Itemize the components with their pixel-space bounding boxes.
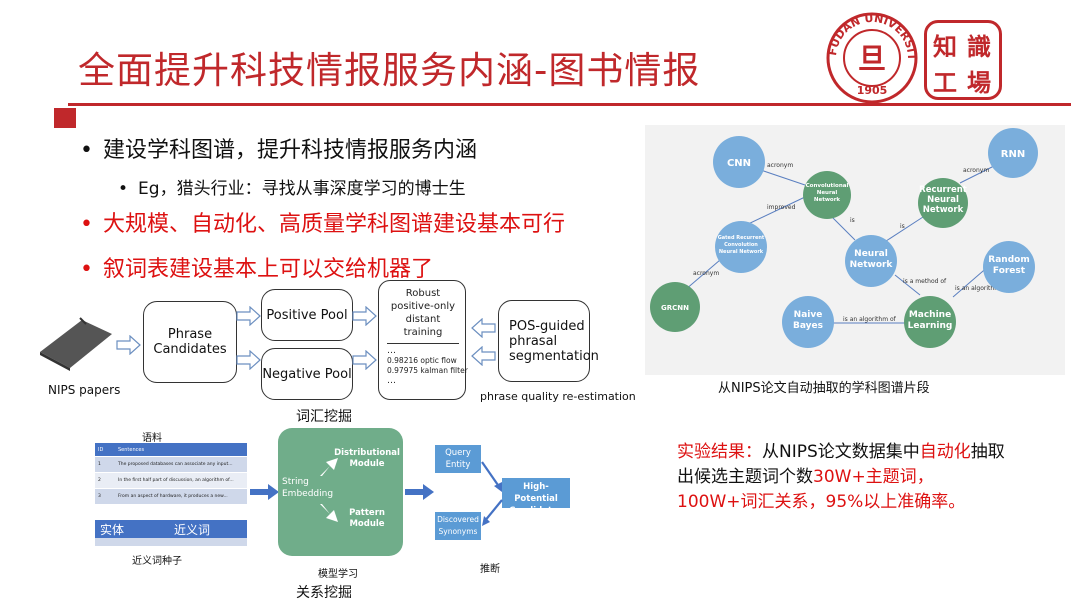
robust-training-box: Robust positive-only distant training … … bbox=[378, 280, 468, 400]
edge-method-of: is a method of bbox=[903, 278, 947, 285]
svg-text:CNN: CNN bbox=[727, 158, 751, 169]
vocab-mining-caption: 词汇挖掘 bbox=[296, 409, 352, 425]
arrow-icon bbox=[352, 306, 377, 326]
bullet-1-sub: •Eg，猎头行业：寻找从事深度学习的博士生 bbox=[118, 179, 466, 199]
arrow-icon bbox=[352, 350, 377, 370]
node-nn bbox=[845, 235, 897, 287]
edge-improved: improved bbox=[767, 204, 796, 211]
positive-pool-box: Positive Pool bbox=[261, 289, 353, 341]
node-cnn-full bbox=[803, 171, 851, 219]
phrase-candidates-box: Phrase Candidates bbox=[143, 301, 237, 383]
edge-acronym: acronym bbox=[693, 270, 719, 277]
bullet-2: •大规模、自动化、高质量学科图谱建设基本可行 bbox=[80, 212, 565, 237]
arrow-icon bbox=[405, 484, 434, 500]
model-label: 模型学习 bbox=[318, 569, 358, 580]
red-marker bbox=[54, 108, 76, 128]
svg-text:RNN: RNN bbox=[1001, 149, 1025, 160]
node-grcnn bbox=[650, 282, 700, 332]
node-gated bbox=[715, 221, 767, 273]
arrow-icon bbox=[116, 335, 141, 355]
reestimation-label: phrase quality re-estimation bbox=[480, 390, 636, 403]
edge-acronym: acronym bbox=[963, 167, 989, 174]
arrow-icon bbox=[236, 306, 261, 326]
arrow-left-icon bbox=[471, 318, 496, 338]
infer-label: 推断 bbox=[480, 564, 500, 575]
result-text: 实验结果：从NIPS论文数据集中自动化抽取出候选主题词个数30W+主题词，100… bbox=[677, 442, 1005, 512]
kg-caption: 从NIPS论文自动抽取的学科图谱片段 bbox=[718, 381, 930, 396]
seed-table-row bbox=[95, 538, 247, 546]
arrow-down-icon bbox=[320, 504, 338, 522]
discovered-synonyms-box: Discovered Synonyms bbox=[435, 512, 481, 540]
svg-text:GRCNN: GRCNN bbox=[661, 304, 689, 312]
arrow-left-icon bbox=[471, 346, 496, 366]
model-box: String Embedding Distributional Module P… bbox=[278, 428, 403, 556]
pos-guided-box: POS-guided phrasal segmentation bbox=[498, 300, 599, 382]
notebook-icon bbox=[40, 317, 112, 371]
relation-mining-caption: 关系挖掘 bbox=[296, 585, 352, 601]
bullet-1: •建设学科图谱，提升科技情报服务内涵 bbox=[80, 138, 477, 163]
arrow-up-icon bbox=[320, 458, 338, 476]
page-title: 全面提升科技情报服务内涵-图书情报 bbox=[78, 49, 701, 92]
high-potential-box: High-Potential Candidates bbox=[502, 478, 570, 516]
seed-label: 近义词种子 bbox=[132, 556, 182, 567]
zhishi-logo: 知 識 工 場 bbox=[924, 20, 1002, 100]
svg-text:旦: 旦 bbox=[858, 42, 886, 75]
node-rnn-full bbox=[918, 178, 968, 228]
bullet-3: •叙词表建设基本上可以交给机器了 bbox=[80, 257, 433, 282]
negative-pool-box: Negative Pool bbox=[261, 348, 353, 400]
node-nb bbox=[782, 296, 834, 348]
node-ml bbox=[904, 296, 956, 348]
edge-algorithm-of: is an algorithm of bbox=[955, 285, 1009, 292]
univ-year: 1905 bbox=[857, 84, 888, 97]
edge-acronym: acronym bbox=[767, 162, 793, 169]
node-rf bbox=[983, 241, 1035, 293]
seed-table-header: 实体近义词 bbox=[95, 520, 247, 538]
node-cnn bbox=[713, 136, 765, 188]
corpus-label: 语料 bbox=[142, 433, 162, 444]
arrow-icon bbox=[250, 484, 279, 500]
edge-algorithm-of: is an algorithm of bbox=[843, 316, 897, 323]
flow-arrows-icon bbox=[481, 461, 503, 526]
edge-is: is bbox=[850, 217, 855, 224]
arrow-icon bbox=[236, 350, 261, 370]
knowledge-graph: acronym improved acronym is is is a meth… bbox=[645, 125, 1065, 375]
fudan-logo-icon: FUDAN UNIVERSITY 1905 旦 bbox=[826, 12, 918, 104]
query-entity-box: Query Entity bbox=[435, 445, 481, 473]
title-divider bbox=[68, 103, 1071, 106]
node-rnn bbox=[988, 128, 1038, 178]
nips-papers-label: NIPS papers bbox=[48, 383, 121, 397]
edge-is: is bbox=[900, 223, 905, 230]
